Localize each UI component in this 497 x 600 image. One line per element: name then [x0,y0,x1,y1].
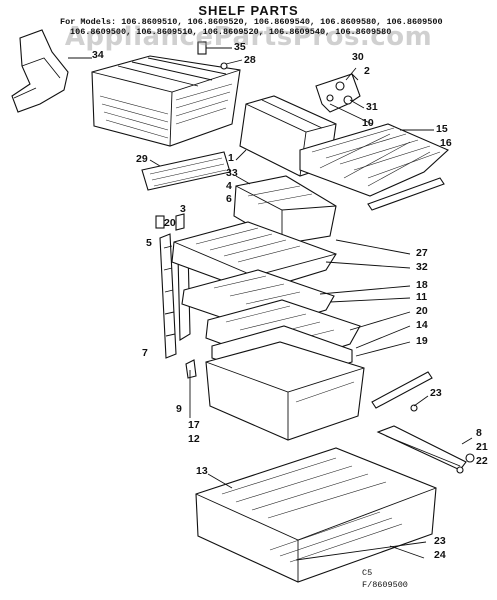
callout-22: 22 [476,455,488,467]
leader-lines [68,47,473,561]
callout-13: 13 [196,465,208,477]
models-line-1: For Models: 106.8609510, 106.8609520, 10… [60,17,443,27]
part-23-rod [371,371,433,412]
callout-9: 9 [176,403,182,415]
part-30-hinge-bracket [315,73,361,113]
callout-16: 16 [440,137,452,149]
callout-8: 8 [476,427,482,439]
callout-4: 4 [226,180,232,192]
callout-15: 15 [436,123,448,135]
callout-5: 5 [146,237,152,249]
callout-21: 21 [476,441,488,453]
callout-2: 2 [364,65,370,77]
part-15-wire-shelf [299,123,449,211]
callout-31: 31 [366,101,378,113]
callout-3: 3 [180,203,186,215]
diagram-title: SHELF PARTS [198,3,299,18]
part-13-lower-pan [195,447,437,583]
callout-23-lower: 23 [434,535,446,547]
callout-18: 18 [416,279,428,291]
callout-29: 29 [136,153,148,165]
callout-33: 33 [226,167,238,179]
callout-24: 24 [434,549,446,561]
part-29-front-trim [141,151,231,191]
callout-12: 12 [188,433,200,445]
footer-code: C5 [362,568,373,578]
callout-34: 34 [92,49,104,61]
callout-35: 35 [234,41,246,53]
part-28-upper-basket [91,41,241,147]
part-27-glass-shelf [171,221,337,293]
callout-20-lower: 20 [416,305,428,317]
callout-28: 28 [244,54,256,66]
callout-1: 1 [228,152,234,164]
part-34-bracket [11,29,69,113]
callout-30: 30 [352,51,364,63]
callout-6: 6 [226,193,232,205]
callout-23-upper: 23 [430,387,442,399]
callout-14: 14 [416,319,428,331]
part-8-slide-rail [376,425,475,474]
callout-20-upper: 20 [164,217,176,229]
callout-17: 17 [188,419,200,431]
callout-32: 32 [416,261,428,273]
callout-7: 7 [142,347,148,359]
callout-10: 10 [362,117,374,129]
callout-11: 11 [416,291,428,303]
footer-ref: F/8609500 [362,580,408,590]
model-list: For Models: 106.8609510, 106.8609520, 10… [60,17,490,37]
models-line-2: 106.8609500, 106.8609510, 106.8609520, 1… [70,27,392,37]
callout-27: 27 [416,247,428,259]
part-12-crisper-drawer [205,341,365,441]
callout-19: 19 [416,335,428,347]
